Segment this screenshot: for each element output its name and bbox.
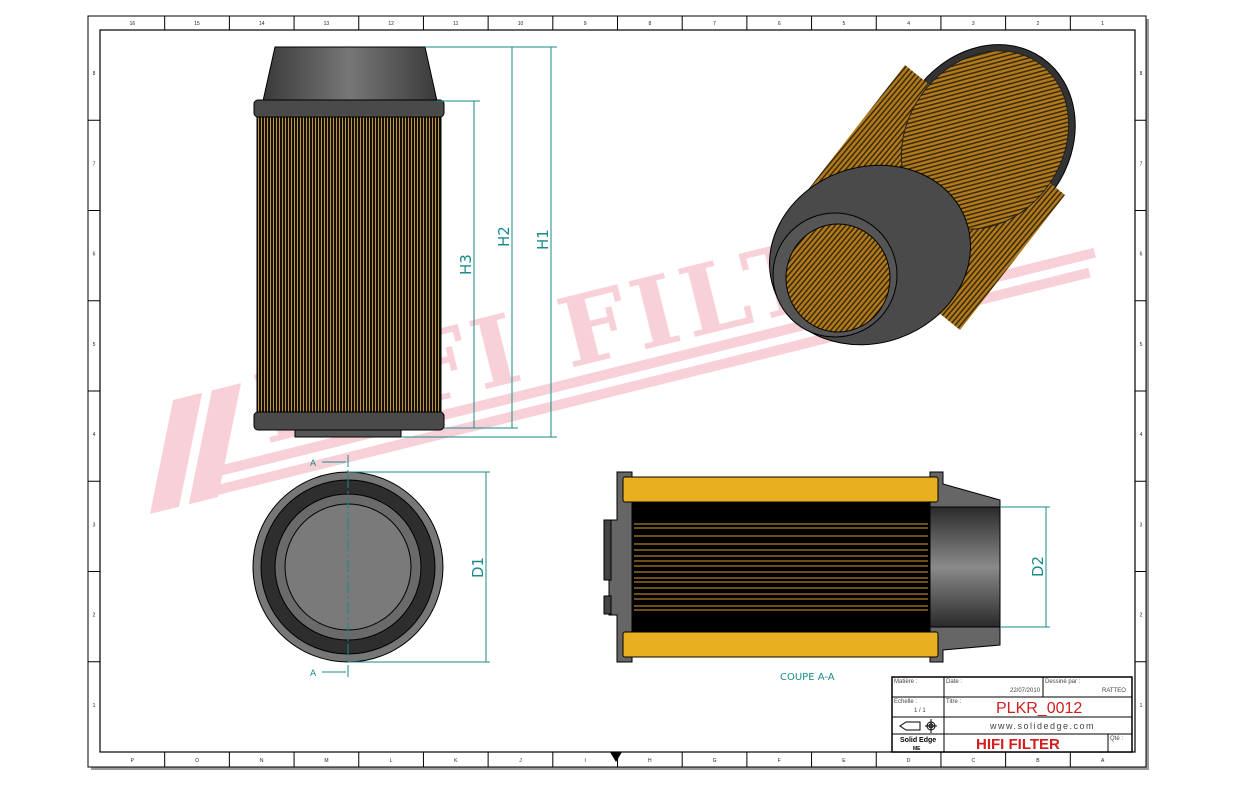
section-marker-bottom: A: [310, 669, 317, 679]
zone-markers: 16P15O14N13M12L11K10J9I8H7G6F5E4D3C2B1A8…: [88, 16, 1146, 767]
drawn-by-value: RATTEO: [1102, 688, 1126, 694]
top-zone-label: 13: [324, 21, 330, 27]
top-zone-label: 8: [648, 21, 651, 27]
bottom-zone-label: E: [842, 758, 846, 764]
top-zone-label: 15: [194, 21, 200, 27]
section-view-label: COUPE A-A: [780, 672, 835, 683]
software-edition: ME: [913, 746, 921, 752]
top-zone-label: 1: [1101, 21, 1104, 27]
top-zone-label: 5: [843, 21, 846, 27]
bottom-zone-label: B: [1036, 758, 1040, 764]
dimension-d2-label: D2: [1029, 556, 1047, 577]
top-zone-label: 9: [584, 21, 587, 27]
projection-symbol-icon: [899, 719, 937, 733]
top-zone-label: 12: [388, 21, 394, 27]
dimension-h3-label: H3: [457, 254, 475, 275]
left-zone-label: 1: [93, 703, 96, 709]
company-name: HIFI FILTER: [976, 736, 1060, 753]
left-zone-label: 2: [93, 613, 96, 619]
dimension-h2-label: H2: [495, 226, 513, 247]
dimension-h1-label: H1: [534, 229, 552, 250]
top-zone-label: 14: [259, 21, 265, 27]
right-zone-label: 1: [1140, 703, 1143, 709]
bottom-zone-label: F: [778, 758, 781, 764]
left-zone-label: 3: [93, 522, 96, 528]
section-line-and-d1: [322, 455, 490, 680]
height-dimensions: [401, 46, 557, 438]
top-zone-label: 2: [1037, 21, 1040, 27]
bottom-zone-label: H: [648, 758, 652, 764]
right-zone-label: 6: [1140, 252, 1143, 258]
bottom-zone-label: K: [454, 758, 458, 764]
bottom-zone-label: L: [390, 758, 393, 764]
title-block: [891, 676, 1133, 753]
right-zone-label: 7: [1140, 161, 1143, 167]
filter-isometric-view: [769, 44, 1076, 346]
d2-dimension: [1000, 506, 1050, 628]
bottom-zone-label: P: [131, 758, 135, 764]
top-zone-label: 7: [713, 21, 716, 27]
right-zone-label: 2: [1140, 613, 1143, 619]
filter-elevation-view: [253, 46, 445, 438]
filter-section-view: [603, 471, 1001, 663]
left-zone-label: 5: [93, 342, 96, 348]
bottom-zone-label: J: [519, 758, 522, 764]
bottom-zone-label: D: [907, 758, 911, 764]
dimension-d1-label: D1: [469, 557, 487, 578]
left-zone-label: 8: [93, 71, 96, 77]
scale-label: Echelle :: [894, 699, 917, 705]
right-zone-label: 4: [1140, 432, 1143, 438]
date-label: Date :: [946, 679, 962, 685]
left-zone-label: 4: [93, 432, 96, 438]
bottom-zone-label: G: [713, 758, 717, 764]
right-zone-label: 8: [1140, 71, 1143, 77]
top-zone-label: 3: [972, 21, 975, 27]
drawn-by-label: Dessiné par :: [1045, 679, 1081, 685]
scale-value: 1 / 1: [914, 708, 926, 714]
part-number: PLKR_0012: [996, 700, 1082, 717]
bottom-zone-label: I: [584, 758, 585, 764]
bottom-zone-label: M: [324, 758, 328, 764]
bottom-zone-label: C: [971, 758, 975, 764]
website-text: www.solidedge.com: [989, 721, 1095, 731]
bottom-zone-label: A: [1101, 758, 1105, 764]
top-zone-label: 16: [130, 21, 136, 27]
bottom-zone-label: N: [260, 758, 264, 764]
top-zone-label: 11: [453, 21, 458, 27]
quantity-label: Qté :: [1110, 736, 1123, 742]
software-name: Solid Edge: [900, 737, 936, 744]
left-zone-label: 7: [93, 161, 96, 167]
bottom-zone-label: O: [195, 758, 199, 764]
title-label: Titre :: [946, 699, 961, 705]
material-label: Matière :: [894, 679, 918, 685]
date-value: 22/07/2010: [1010, 688, 1041, 694]
top-zone-label: 6: [778, 21, 781, 27]
top-zone-label: 4: [907, 21, 910, 27]
top-zone-label: 10: [518, 21, 524, 27]
left-zone-label: 6: [93, 252, 96, 258]
center-marker-icon: [610, 752, 622, 762]
right-zone-label: 3: [1140, 522, 1143, 528]
right-zone-label: 5: [1140, 342, 1143, 348]
section-marker-top: A: [310, 459, 317, 469]
